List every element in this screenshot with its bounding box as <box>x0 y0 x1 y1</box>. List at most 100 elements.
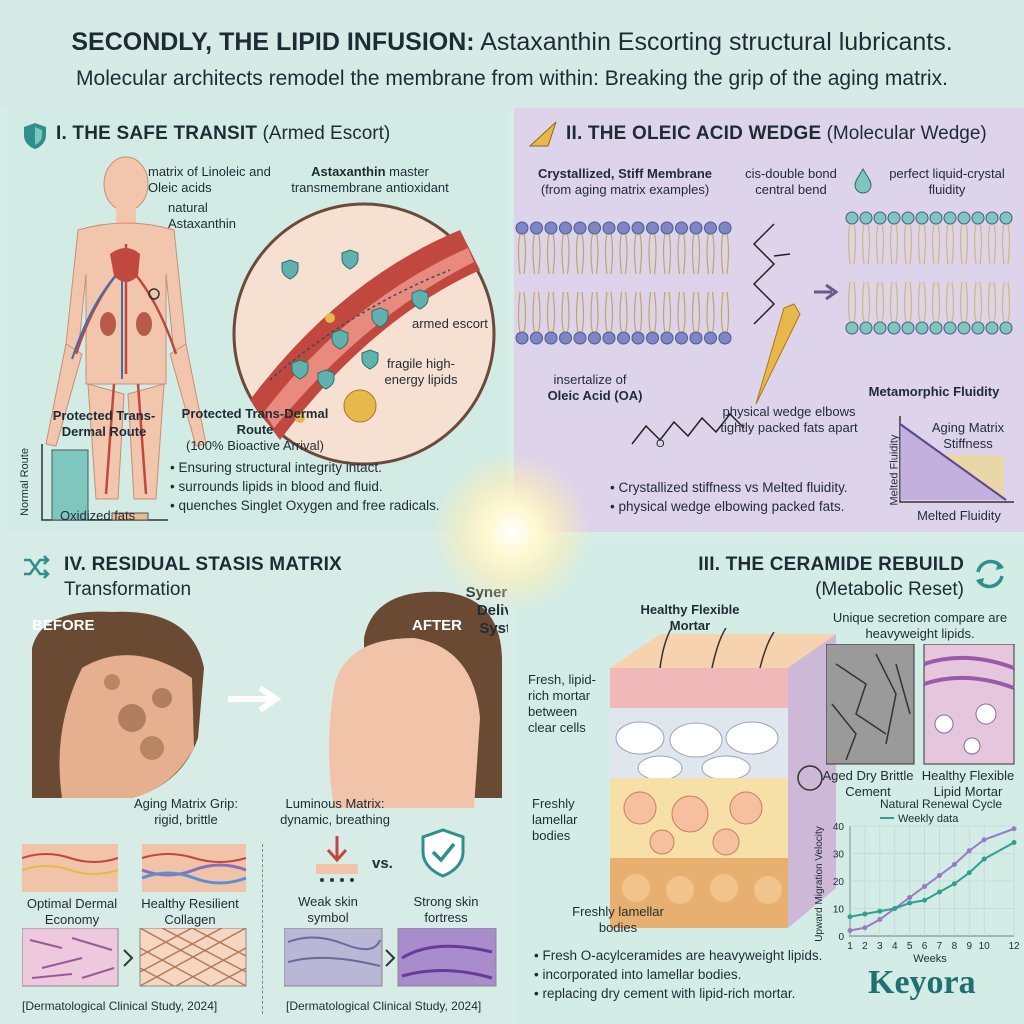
chart-xtick: 6 <box>922 941 928 952</box>
lipid-tail <box>604 291 614 333</box>
lipid-head <box>559 331 572 345</box>
list-item: Crystallized stiffness vs Melted fluidit… <box>610 478 900 497</box>
aging-grip-label: Aging Matrix Grip: rigid, brittle <box>133 796 239 827</box>
lipid-head <box>971 211 985 225</box>
lipid-tail <box>633 233 643 275</box>
lipid-head <box>704 331 717 345</box>
lipid-head <box>689 221 703 235</box>
chart-point <box>847 914 853 920</box>
chart-ytick: 40 <box>833 822 845 833</box>
lipid-tail <box>691 291 701 333</box>
chart-point <box>877 908 883 914</box>
label-lamellar2: Freshly lamellar bodies <box>572 904 664 935</box>
fluidity-aging: Aging Matrix Stiffness <box>931 420 1005 451</box>
chart-point <box>922 884 928 889</box>
chart-point <box>907 900 913 906</box>
chart-point <box>862 925 868 931</box>
lipid-tail <box>1001 223 1011 265</box>
lipid-tail <box>633 291 643 333</box>
chart-point <box>981 837 987 843</box>
lipid-head <box>573 221 587 235</box>
lipid-tail <box>662 233 672 275</box>
lipid-tail <box>546 291 556 333</box>
lipid-head <box>515 221 529 235</box>
panel-title: I. THE SAFE TRANSIT (Armed Escort) <box>56 123 391 144</box>
lipid-tail <box>847 281 857 323</box>
lipid-head <box>999 321 1013 335</box>
lipid-head <box>646 331 659 345</box>
lipid-tail <box>662 291 672 333</box>
cycle-arrows-icon <box>976 559 1004 589</box>
lipid-head <box>646 221 659 235</box>
lipid-head <box>675 331 688 345</box>
weak-label: Weak skin symbol <box>298 894 358 925</box>
lipid-head <box>845 321 859 335</box>
face-before <box>32 611 204 798</box>
collagen-micrographs <box>22 928 247 987</box>
ceramide-bullets: Fresh O-acylceramides are heavyweight li… <box>534 946 864 1003</box>
label-armed: armed escort <box>412 316 488 331</box>
lipid-head <box>943 321 957 335</box>
chart-point <box>877 917 883 922</box>
lipid-tail <box>917 223 927 265</box>
lipid-head <box>901 211 915 225</box>
headline-rest: Astaxanthin Escorting structural lubrica… <box>474 28 953 56</box>
citation: [Dermatological Clinical Study, 2024] <box>286 999 482 1013</box>
chart-point <box>847 928 853 933</box>
lipid-head <box>971 321 985 335</box>
lipid-head <box>915 321 929 335</box>
label-metamorphic: Metamorphic Fluidity <box>868 384 1000 399</box>
lipid-tail <box>677 233 686 275</box>
panel-title: II. THE OLEIC ACID WEDGE (Molecular Wedg… <box>566 123 987 144</box>
lipid-head <box>588 331 601 345</box>
list-item: replacing dry cement with lipid-rich mor… <box>534 984 864 1003</box>
route-title: Protected Trans-Dermal Route(100% Bioact… <box>181 406 329 453</box>
lipid-head <box>929 211 943 225</box>
center-sunburst <box>432 452 592 612</box>
after-label: AFTER <box>412 617 462 634</box>
chart-point <box>922 897 928 903</box>
label-bond: cis-double bond central bend <box>745 166 837 197</box>
blood-vessel-magnifier <box>232 202 496 466</box>
panel-title: III. THE CERAMIDE REBUILD(Metabolic Rese… <box>698 554 964 600</box>
chart-title: Protected Trans-Dermal Route <box>52 408 156 439</box>
arrow-right-icon <box>228 685 282 713</box>
wedge-bullets: Crystallized stiffness vs Melted fluidit… <box>610 478 900 516</box>
chart-ytick: 0 <box>838 932 844 943</box>
chart-xtick: 5 <box>907 941 913 952</box>
lipid-tail <box>532 291 541 333</box>
lipid-head <box>588 221 601 235</box>
chart-point <box>951 862 957 867</box>
lipid-tail <box>604 233 614 275</box>
lipid-head <box>660 331 674 345</box>
body-figure <box>45 156 207 500</box>
lipid-head <box>887 321 901 335</box>
chart-title: Natural Renewal Cycle <box>880 797 1002 811</box>
lipid-head <box>718 221 732 235</box>
chart-point <box>936 873 942 878</box>
lipid-tail <box>987 281 997 323</box>
lipid-tail <box>945 281 955 323</box>
header: SECONDLY, THE LIPID INFUSION: Astaxanthi… <box>0 0 1024 108</box>
chart-point <box>862 911 868 917</box>
chart-series-line <box>849 827 1015 932</box>
lipid-tail <box>973 223 983 265</box>
lipid-tail <box>590 291 599 333</box>
lipid-tail <box>546 233 556 275</box>
label-stiff: Crystallized, Stiff Membrane(from aging … <box>537 166 713 197</box>
chart-point <box>1011 826 1017 832</box>
lipid-head <box>859 321 873 335</box>
lipid-tail <box>517 233 527 275</box>
lipid-tail <box>959 281 969 323</box>
headline: SECONDLY, THE LIPID INFUSION: Astaxanthi… <box>0 26 1024 58</box>
chart-point <box>892 906 898 911</box>
list-item: physical wedge elbowing packed fats. <box>610 497 900 516</box>
chart-bar <box>51 449 89 521</box>
lipid-tail <box>973 281 983 323</box>
chart-xtick: 4 <box>892 941 898 952</box>
panel-safe-transit: I. THE SAFE TRANSIT (Armed Escort) matri… <box>8 108 508 532</box>
lipid-head <box>929 321 943 335</box>
chart-xtick: 2 <box>862 941 868 952</box>
chart-ytick: 30 <box>833 850 845 861</box>
lipid-tail <box>720 233 730 275</box>
